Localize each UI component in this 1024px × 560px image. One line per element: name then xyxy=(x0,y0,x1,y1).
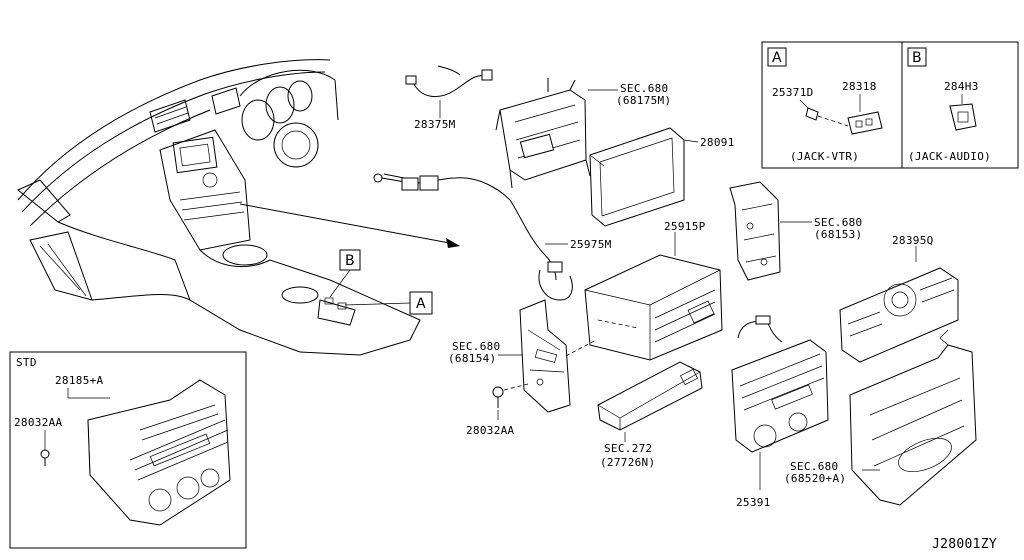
part-28375M: 28375M xyxy=(405,65,493,131)
callout-a: A xyxy=(344,291,433,315)
part-label: 25975M xyxy=(570,238,612,251)
part-label: SEC.680 xyxy=(452,340,500,353)
part-label: 28032AA xyxy=(466,424,515,437)
label-284H3: 284H3 xyxy=(944,80,979,93)
diagram-id: J28001ZY xyxy=(932,537,997,552)
part-label: (68175M) xyxy=(616,94,671,107)
part-label: (68154) xyxy=(448,352,496,365)
part-25391-audio: 25391 xyxy=(731,315,829,509)
part-sec272-module: SEC.272 (27726N) xyxy=(597,361,703,469)
label-28318: 28318 xyxy=(842,80,877,93)
inset-b-letter: B xyxy=(912,50,922,66)
inset-a-caption: (JACK-VTR) xyxy=(790,150,859,163)
part-label: 28395Q xyxy=(892,234,934,247)
part-label: 25391 xyxy=(736,496,771,509)
part-bracket-68153: SEC.680 (68153) xyxy=(729,181,862,281)
callout-b: B xyxy=(329,249,361,298)
part-label: SEC.680 xyxy=(790,460,838,473)
part-28395Q-control: 28395Q xyxy=(839,234,959,363)
part-label: 25915P xyxy=(664,220,706,233)
locator-arrow xyxy=(239,203,460,248)
part-label: SEC.680 xyxy=(620,82,668,95)
part-label: (27726N) xyxy=(600,456,655,469)
part-label: A xyxy=(416,296,426,312)
std-inset: STD 28185+A 28032AA xyxy=(9,351,247,549)
std-title: STD xyxy=(16,356,37,369)
part-label: 28375M xyxy=(414,118,456,131)
part-label: SEC.272 xyxy=(604,442,652,455)
label-std-28032AA: 28032AA xyxy=(14,416,63,429)
label-28185A: 28185+A xyxy=(55,374,104,387)
part-label: (68153) xyxy=(814,228,862,241)
part-28032AA-screw: 28032AA xyxy=(466,383,529,437)
part-label: (68520+A) xyxy=(784,472,846,485)
part-25975M-cable: 25975M xyxy=(373,173,612,301)
part-bezel-68520A: SEC.680 (68520+A) xyxy=(784,329,977,506)
part-bracket-68154: SEC.680 (68154) xyxy=(448,299,597,413)
part-label: 28091 xyxy=(700,136,735,149)
part-28091-display: 28091 xyxy=(589,127,735,227)
part-label: SEC.680 xyxy=(814,216,862,229)
inset-b-caption: (JACK-AUDIO) xyxy=(908,150,991,163)
dashboard-illustration xyxy=(17,59,421,356)
inset-a-letter: A xyxy=(772,50,782,66)
part-label: B xyxy=(345,253,355,269)
part-25915P-unit: 25915P xyxy=(584,220,723,361)
label-25371D: 25371D xyxy=(772,86,814,99)
inset-jack: A 25371D 28318 (JACK-VTR) B 284H3 (JACK-… xyxy=(761,41,1019,169)
part-bracket-68175M: SEC.680 (68175M) xyxy=(495,78,671,189)
